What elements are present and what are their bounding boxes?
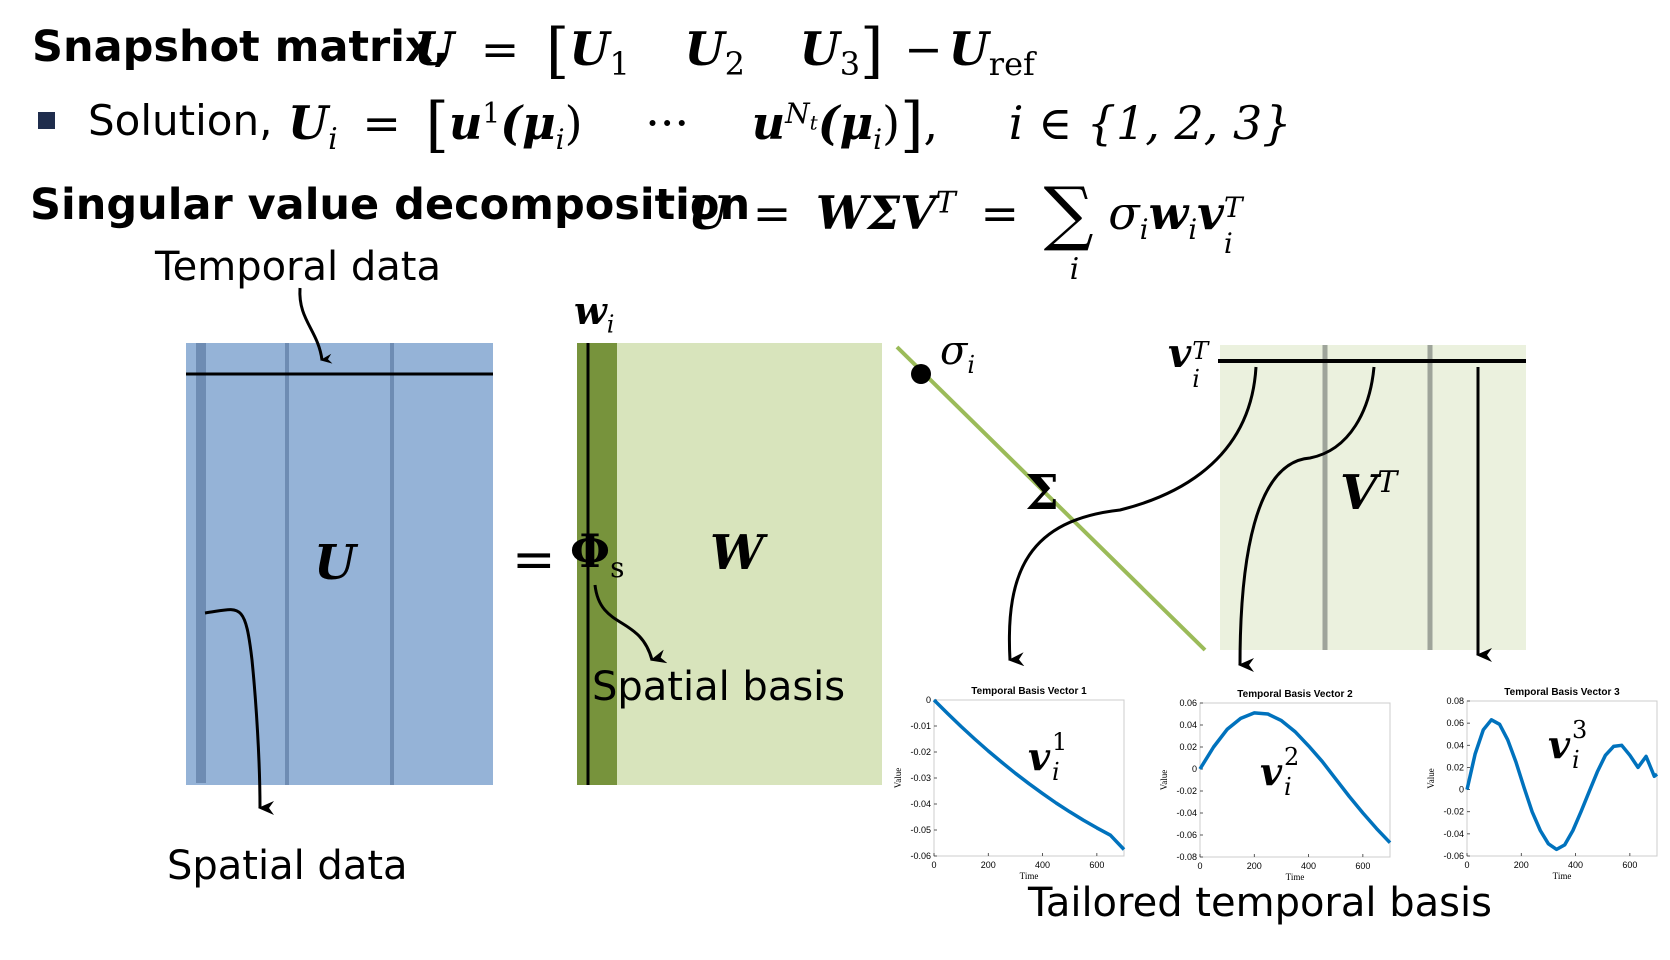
snapshot-title: Snapshot matrix, [32,22,450,72]
x-tick-label: 400 [1035,860,1050,870]
y-tick-label: 0.04 [1179,720,1197,730]
series-line [1198,711,1392,844]
series-line [1465,718,1659,852]
y-tick-label: -0.02 [1176,786,1197,796]
y-tick-label: -0.02 [1443,807,1464,817]
vt-matrix [1220,345,1526,650]
u-matrix-symbol: U [314,535,356,591]
vt-arrow-2 [1238,366,1376,673]
x-axis-label: Time [1020,871,1039,881]
x-tick-label: 0 [1464,860,1469,870]
y-tick-label: 0.08 [1446,696,1464,706]
y-tick-label: -0.04 [910,799,931,809]
plot-annotation-sub: i [1284,773,1292,801]
y-tick-label: 0.06 [1446,718,1464,728]
x-axis-label: Time [1553,871,1572,881]
plot-frame [933,699,1125,857]
y-tick-label: -0.04 [1176,808,1197,818]
vt-arrow-1 [1007,366,1258,667]
x-tick-label: 0 [1197,861,1202,871]
y-tick-label: -0.03 [910,773,931,783]
temporal-data-arrow [298,287,333,364]
y-axis-label: Value [1159,770,1169,791]
spatial-data-label: Spatial data [167,843,408,889]
w-column-label: wi [574,288,615,339]
plot-title: Temporal Basis Vector 1 [971,686,1087,697]
x-tick-label: 200 [1247,861,1262,871]
y-tick-label: -0.06 [1443,851,1464,861]
solution-equation: Ui = [u1(μi) ··· uNt(μi)], i ∈ {1, 2, 3} [288,90,1292,160]
y-tick-label: -0.05 [910,825,931,835]
tailored-temporal-basis-label: Tailored temporal basis [1028,880,1492,926]
x-tick-label: 200 [1514,860,1529,870]
y-tick-label: -0.08 [1176,852,1197,862]
plot-annotation-sup: 3 [1572,716,1587,744]
x-axis-label: Time [1286,872,1305,882]
phi-s-symbol: Φs [570,524,625,585]
y-tick-label: -0.04 [1443,829,1464,839]
plot-annotation-sup: 1 [1052,728,1067,756]
plot-annotation-sup: 2 [1284,743,1299,771]
y-tick-label: 0 [1192,764,1197,774]
spatial-data-arrow [204,608,275,815]
x-tick-label: 200 [981,860,996,870]
plot-frame [1199,702,1391,858]
u-spatial-column [196,343,206,783]
x-tick-label: 600 [1089,860,1104,870]
y-axis-label: Value [1426,768,1436,789]
solution-label: Solution, [88,96,273,145]
plot-frame [1466,700,1658,857]
sigma-point [911,364,931,384]
plot-annotation-sub: i [1052,758,1060,786]
y-tick-label: -0.06 [910,851,931,861]
x-tick-label: 0 [931,860,936,870]
y-tick-label: 0.02 [1446,762,1464,772]
vt-matrix-symbol: VT [1340,465,1398,521]
spatial-basis-arrow [593,584,668,664]
x-tick-label: 600 [1355,861,1370,871]
plot-title: Temporal Basis Vector 2 [1237,689,1353,700]
plot-annotation-base: v [1548,722,1571,767]
plot-annotation-base: v [1260,749,1283,794]
plot-annotation-base: v [1028,734,1051,779]
y-tick-label: -0.01 [910,721,931,731]
svd-title: Singular value decomposition [30,180,751,230]
series-line [932,698,1126,851]
snapshot-equation: U = [U1 U2 U3] −Uref [414,16,1035,86]
sigma-diagonal [895,345,1207,652]
w-matrix [577,343,882,785]
y-tick-label: -0.06 [1176,830,1197,840]
equals-sign: = [512,530,556,590]
temporal-data-label: Temporal data [155,244,441,290]
bullet-icon [38,112,55,129]
y-axis-label: Value [893,768,903,789]
x-tick-label: 400 [1301,861,1316,871]
x-tick-label: 400 [1568,860,1583,870]
y-tick-label: 0 [1459,785,1464,795]
x-tick-label: 600 [1622,860,1637,870]
y-tick-label: -0.02 [910,747,931,757]
y-tick-label: 0.06 [1179,698,1197,708]
sigma-point-label: σi [940,328,975,379]
w-matrix-symbol: W [710,525,764,581]
y-tick-label: 0.04 [1446,740,1464,750]
u-matrix [186,343,493,785]
w-basis-column [577,343,617,785]
sigma-matrix-symbol: Σ [1025,465,1059,521]
spatial-basis-label: Spatial basis [592,664,846,710]
y-tick-label: 0.02 [1179,742,1197,752]
y-tick-label: 0 [926,695,931,705]
plot-annotation-sub: i [1572,746,1580,774]
plot-title: Temporal Basis Vector 3 [1504,687,1620,698]
